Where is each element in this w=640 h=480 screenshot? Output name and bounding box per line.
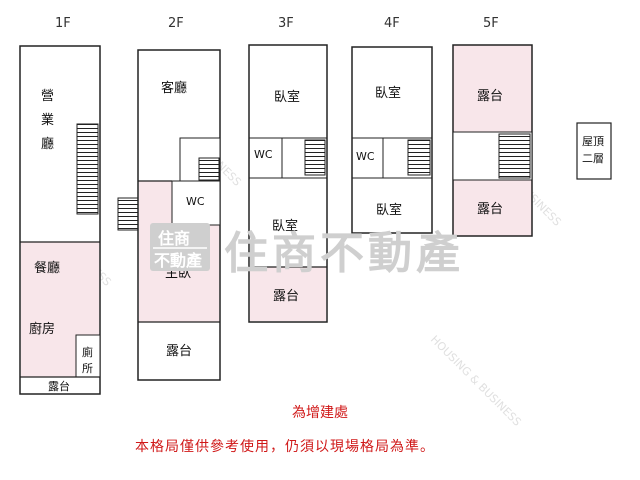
room-label: 廁 [82,345,93,359]
floor-2f: 客廳 WC 主臥 露台 [137,49,221,381]
watermark-badge-bottom: 不動產 [154,251,202,270]
room-label: 臥室 [375,85,401,101]
floor-label-2f: 2F [168,16,184,31]
floor-label-1f: 1F [55,16,71,31]
floor-3f: 臥室 WC 臥室 露台 [248,44,328,323]
stairs-icon [407,139,431,176]
room-label: 露台 [273,289,299,304]
stairs-icon [198,157,220,181]
floor-label-3f: 3F [278,16,294,31]
room-label: WC [356,150,375,163]
room-label: 廳 [41,136,54,152]
floor-4f: 臥室 WC 臥室 [351,46,433,234]
brand-watermark: 住商 不動產 住商不動產 [150,223,464,279]
room-label: 露台 [166,344,192,359]
room-label: 客廳 [161,80,187,96]
floor-label-5f: 5F [483,16,499,31]
watermark-diagonal: HOUSING & BUSINESS [428,333,524,429]
room-label: 廚房 [29,321,55,337]
roof-label: 屋頂 [582,135,604,148]
watermark-badge-top: 住商 [158,229,190,248]
room-label: 所 [82,362,93,375]
room-label: 餐廳 [34,260,60,276]
room-label: WC [254,148,273,161]
stairs-icon [304,139,326,176]
floor-label-4f: 4F [384,16,400,31]
stairs-icon [117,197,139,231]
floor-1f: 營 業 廳 餐廳 廚房 廁 所 露台 [19,45,101,395]
roof-label: 二層 [582,152,604,165]
watermark-brand: 住商不動產 [224,228,464,279]
room-label: 臥室 [272,218,298,234]
stairs-icon [498,133,531,179]
stairs-icon [76,123,99,215]
disclaimer-note: 本格局僅供參考使用，仍須以現場格局為準。 [135,439,435,455]
addition-note: 為增建處 [292,405,348,421]
room-label: 露台 [477,89,503,104]
room-label: 臥室 [274,89,300,105]
room-label: WC [186,195,205,208]
floor-5f: 露台 露台 [452,44,533,237]
room-label: 臥室 [376,202,402,218]
room-label: 露台 [48,379,70,393]
room-label: 營 [41,89,54,104]
room-label: 業 [41,112,54,128]
addition-area [250,267,326,321]
roof-box: 屋頂 二層 [576,122,612,180]
room-label: 露台 [477,202,503,217]
